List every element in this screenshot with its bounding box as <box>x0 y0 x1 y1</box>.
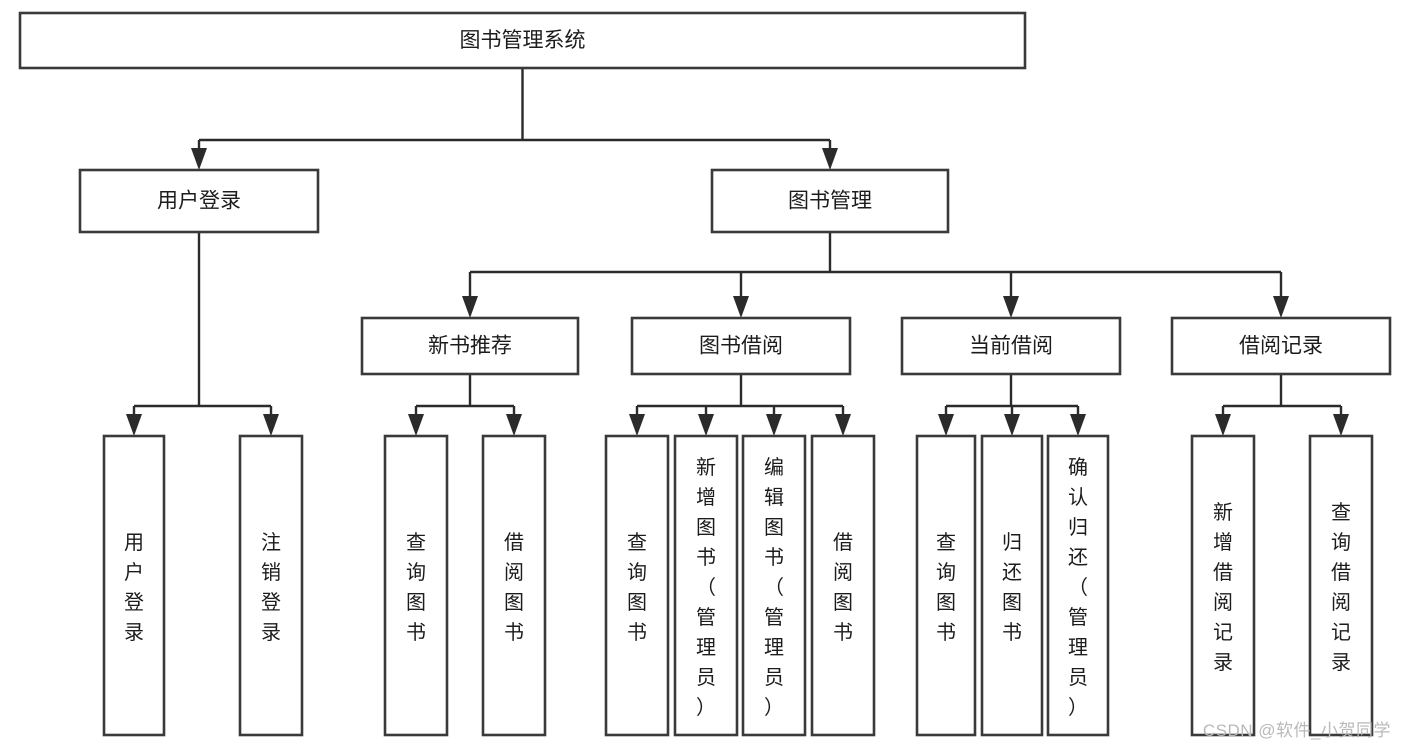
node-l2-图书管理-frame <box>710 168 950 234</box>
node-leaf-0-用户登录-label: 用户登录 <box>124 532 144 644</box>
node-l3-当前借阅-label: 当前借阅 <box>969 335 1053 358</box>
node-leaf-7-借阅图书-label: 借阅图书 <box>833 531 853 644</box>
arrow-head-icon <box>766 414 782 436</box>
node-leaf-0-用户登录-frame <box>102 434 166 737</box>
arrow-head-icon <box>191 148 207 170</box>
node-leaf-7-借阅图书[interactable]: 借阅图书 <box>810 434 876 737</box>
node-leaf-12-查询借阅记录-frame <box>1308 434 1374 737</box>
node-l2-用户登录-frame <box>78 168 320 234</box>
node-leaf-11-新增借阅记录[interactable]: 新增借阅记录 <box>1190 434 1256 737</box>
node-leaf-3-借阅图书-label: 借阅图书 <box>504 531 524 644</box>
node-l3-图书借阅[interactable]: 图书借阅 <box>630 316 852 376</box>
node-l2-图书管理-label: 图书管理 <box>788 190 872 213</box>
node-leaf-5-新增图书管理员[interactable]: 新增图书（管理员） <box>673 434 739 737</box>
node-leaf-5-新增图书管理员-label: 新增图书（管理员） <box>696 456 716 719</box>
node-leaf-2-查询图书-label: 查询图书 <box>406 531 426 644</box>
arrow-head-icon <box>1003 296 1019 318</box>
node-leaf-6-编辑图书管理员[interactable]: 编辑图书（管理员） <box>741 434 807 737</box>
arrow-head-icon <box>1273 296 1289 318</box>
node-leaf-7-借阅图书-frame <box>810 434 876 737</box>
arrow-head-icon <box>938 414 954 436</box>
node-leaf-2-查询图书[interactable]: 查询图书 <box>383 434 449 737</box>
arrow-head-icon <box>1215 414 1231 436</box>
node-l2-图书管理[interactable]: 图书管理 <box>710 168 950 234</box>
arrow-head-icon <box>733 296 749 318</box>
node-l3-新书推荐-frame <box>360 316 580 376</box>
node-leaf-12-查询借阅记录-label: 查询借阅记录 <box>1331 501 1351 674</box>
node-leaf-6-编辑图书管理员-label: 编辑图书（管理员） <box>764 456 784 719</box>
arrow-head-icon <box>506 414 522 436</box>
arrow-head-icon <box>462 296 478 318</box>
node-l2-用户登录[interactable]: 用户登录 <box>78 168 320 234</box>
node-leaf-8-查询图书[interactable]: 查询图书 <box>915 434 977 737</box>
node-leaf-5-新增图书管理员-frame <box>673 434 739 737</box>
node-l3-借阅记录-frame <box>1170 316 1392 376</box>
node-leaf-8-查询图书-frame <box>915 434 977 737</box>
node-leaf-10-确认归还管理员[interactable]: 确认归还（管理员） <box>1046 434 1110 737</box>
node-l3-借阅记录-label: 借阅记录 <box>1239 335 1323 358</box>
arrow-head-icon <box>263 414 279 436</box>
node-leaf-4-查询图书-frame <box>604 434 670 737</box>
node-leaf-12-查询借阅记录[interactable]: 查询借阅记录 <box>1308 434 1374 737</box>
node-leaf-6-编辑图书管理员-frame <box>741 434 807 737</box>
node-leaf-11-新增借阅记录-frame <box>1190 434 1256 737</box>
node-l3-新书推荐-label: 新书推荐 <box>428 335 512 358</box>
node-l2-用户登录-label: 用户登录 <box>157 190 241 213</box>
node-leaf-2-查询图书-frame <box>383 434 449 737</box>
node-l3-图书借阅-frame <box>630 316 852 376</box>
arrow-head-icon <box>698 414 714 436</box>
node-l3-当前借阅-frame <box>900 316 1122 376</box>
node-leaf-1-注销登录-frame <box>238 434 304 737</box>
node-leaf-3-借阅图书[interactable]: 借阅图书 <box>481 434 547 737</box>
arrow-head-icon <box>408 414 424 436</box>
node-leaf-9-归还图书[interactable]: 归还图书 <box>980 434 1044 737</box>
node-l3-图书借阅-label: 图书借阅 <box>699 335 783 358</box>
arrow-head-icon <box>1333 414 1349 436</box>
node-leaf-1-注销登录-label: 注销登录 <box>261 531 281 644</box>
node-leaf-0-用户登录[interactable]: 用户登录 <box>102 434 166 737</box>
arrow-head-icon <box>1070 414 1086 436</box>
node-leaf-1-注销登录[interactable]: 注销登录 <box>238 434 304 737</box>
node-leaf-4-查询图书[interactable]: 查询图书 <box>604 434 670 737</box>
watermark-label: CSDN @软件_小贺同学 <box>1202 721 1391 740</box>
arrow-head-icon <box>126 414 142 436</box>
node-leaf-8-查询图书-label: 查询图书 <box>936 531 956 644</box>
node-leaf-3-借阅图书-frame <box>481 434 547 737</box>
arrow-head-icon <box>822 148 838 170</box>
arrow-head-icon <box>1004 414 1020 436</box>
node-root-图书管理系统[interactable]: 图书管理系统 <box>18 11 1027 70</box>
node-leaf-10-确认归还管理员-frame <box>1046 434 1110 737</box>
node-leaf-9-归还图书-label: 归还图书 <box>1002 531 1022 644</box>
node-root-图书管理系统-frame <box>18 11 1027 70</box>
node-leaf-11-新增借阅记录-label: 新增借阅记录 <box>1213 501 1233 674</box>
node-root-图书管理系统-label: 图书管理系统 <box>460 29 586 52</box>
arrow-head-icon <box>835 414 851 436</box>
node-leaf-4-查询图书-label: 查询图书 <box>627 531 647 644</box>
arrow-head-icon <box>629 414 645 436</box>
node-l3-新书推荐[interactable]: 新书推荐 <box>360 316 580 376</box>
node-leaf-10-确认归还管理员-label: 确认归还（管理员） <box>1068 456 1088 719</box>
node-l3-借阅记录[interactable]: 借阅记录 <box>1170 316 1392 376</box>
node-l3-当前借阅[interactable]: 当前借阅 <box>900 316 1122 376</box>
node-leaf-9-归还图书-frame <box>980 434 1044 737</box>
